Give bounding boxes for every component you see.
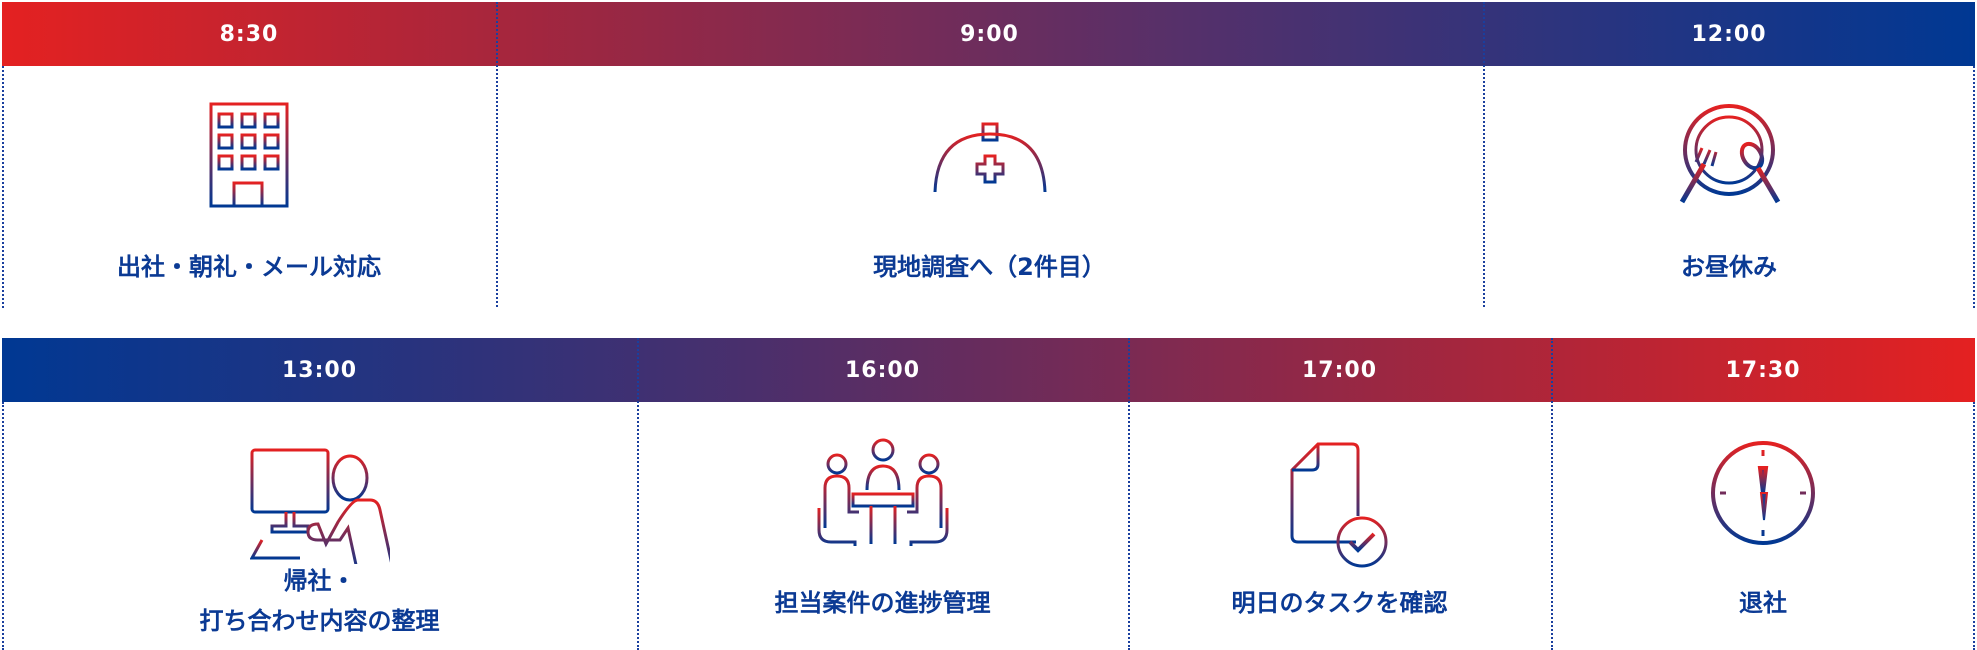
schedule-item-0830: 8:30 出社・朝礼・メール対応 xyxy=(2,2,496,307)
divider xyxy=(2,402,4,650)
time-bar xyxy=(2,2,1975,66)
activity-label: 現地調査へ（2件目） xyxy=(873,253,1106,281)
divider xyxy=(1973,66,1975,308)
divider xyxy=(2,66,4,308)
document-check-icon xyxy=(1290,442,1387,568)
time-label: 16:00 xyxy=(844,358,921,383)
computer-work-icon xyxy=(249,448,390,564)
time-label: 17:00 xyxy=(1301,358,1378,383)
time-label: 8:30 xyxy=(219,22,279,47)
activity-label: 明日のタスクを確認 xyxy=(1231,589,1448,617)
divider xyxy=(1551,338,1553,650)
helmet-icon xyxy=(926,122,1053,196)
clock-icon xyxy=(1711,441,1815,545)
schedule-item-1300: 13:00 帰社・ 打ち合わせ内容の整理 xyxy=(2,338,637,650)
building-icon xyxy=(209,102,289,208)
timeline-row-morning: 8:30 出社・朝礼・メール対応 9:00 現地調査へ（2件目） 12:00 xyxy=(2,2,1975,308)
activity-label: お昼休み xyxy=(1681,253,1777,281)
schedule-item-1730: 17:30 退社 xyxy=(1551,338,1975,650)
divider xyxy=(637,338,639,650)
divider xyxy=(1128,338,1130,650)
time-bar xyxy=(2,338,1975,402)
schedule-item-1700: 17:00 明日のタスクを確認 xyxy=(1128,338,1551,650)
schedule-item-1600: 16:00 担当案件の進捗管理 xyxy=(637,338,1128,650)
time-label: 17:30 xyxy=(1725,358,1801,383)
activity-label: 退社 xyxy=(1739,589,1787,617)
time-label: 13:00 xyxy=(281,358,358,383)
time-label: 9:00 xyxy=(960,22,1019,47)
meal-plate-icon xyxy=(1679,104,1781,204)
activity-label-line1: 帰社・ xyxy=(283,567,356,595)
activity-label-line2: 打ち合わせ内容の整理 xyxy=(199,607,440,635)
timeline-row-afternoon: 13:00 帰社・ 打ち合わせ内容の整理 16:00 担当案件の xyxy=(2,338,1975,650)
schedule-item-0900: 9:00 現地調査へ（2件目） xyxy=(496,2,1483,307)
activity-label: 帰社・ 打ち合わせ内容の整理 xyxy=(2,561,637,641)
divider xyxy=(1483,2,1485,307)
activity-label: 出社・朝礼・メール対応 xyxy=(117,253,381,281)
time-label: 12:00 xyxy=(1691,22,1767,47)
divider xyxy=(496,2,498,307)
activity-label: 担当案件の進捗管理 xyxy=(774,589,991,617)
divider xyxy=(1973,402,1975,650)
schedule-item-1200: 12:00 お昼休み xyxy=(1483,2,1975,307)
meeting-icon xyxy=(817,438,948,546)
